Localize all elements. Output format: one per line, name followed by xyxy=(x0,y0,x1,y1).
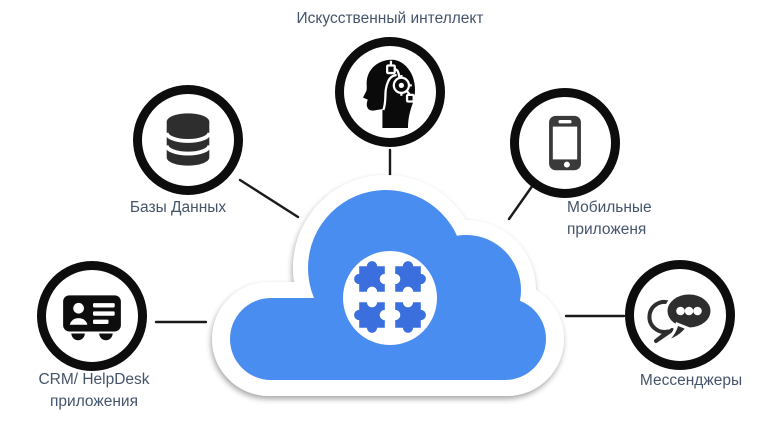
node-databases xyxy=(133,85,243,195)
database-icon xyxy=(164,113,212,166)
integration-cloud xyxy=(212,175,564,396)
messengers-label: Мессенджеры xyxy=(639,372,743,389)
node-crm-helpdesk xyxy=(37,261,147,371)
contact-card-icon xyxy=(63,295,121,341)
crm-helpdesk-label: CRM/ HelpDesk приложения xyxy=(38,371,150,410)
connector-databases xyxy=(238,178,300,219)
ai-head-icon xyxy=(363,59,416,128)
node-messengers xyxy=(625,260,735,370)
chat-bubble-outline xyxy=(647,299,674,343)
puzzle-badge xyxy=(343,251,437,345)
smartphone-icon xyxy=(549,115,581,171)
node-ai xyxy=(335,37,445,147)
ai-target-dot xyxy=(398,82,405,89)
chat-dots xyxy=(676,306,702,316)
mobile-apps-label: Мобильные приложеня xyxy=(567,199,652,238)
node-mobile-apps xyxy=(510,88,620,198)
chat-bubble-filled xyxy=(663,291,714,344)
connector-mobile xyxy=(507,183,535,221)
ai-label: Искусственный интеллект xyxy=(296,10,484,27)
databases-label: Базы Данных xyxy=(129,199,227,216)
chat-bubbles-icon xyxy=(647,291,714,344)
